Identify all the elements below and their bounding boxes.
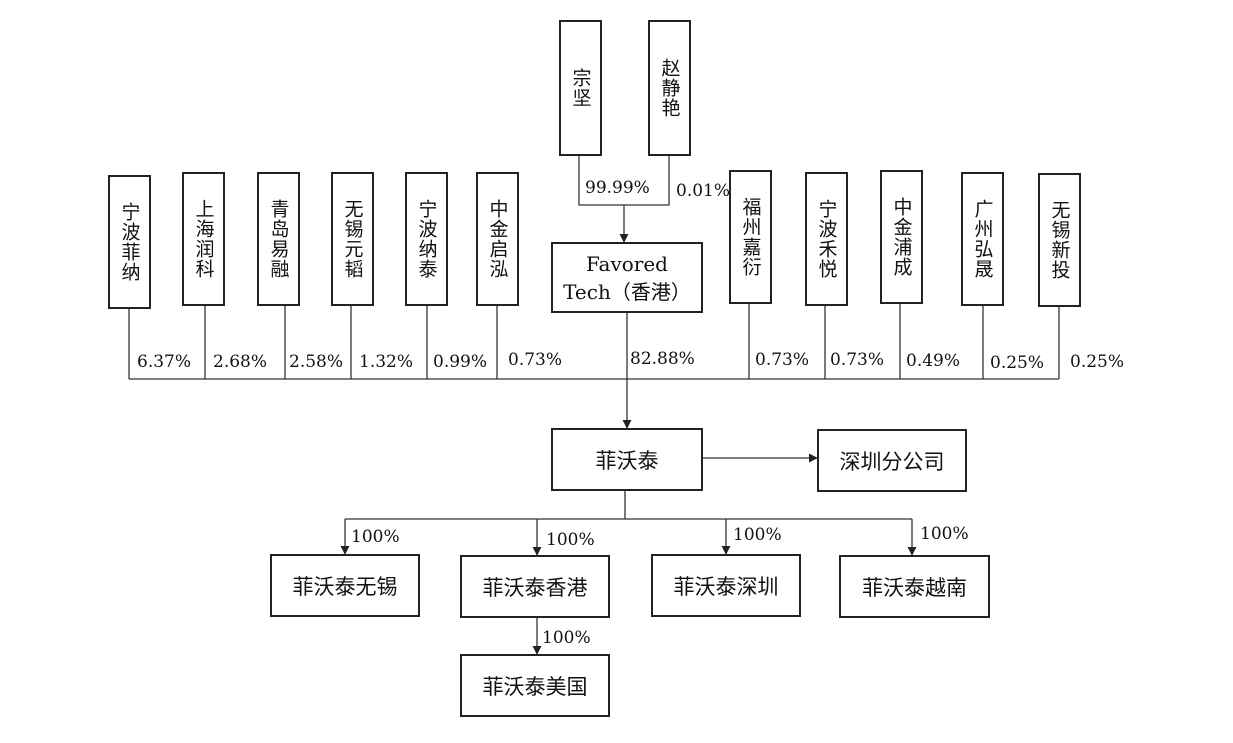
subsidiary-pct-vietnam: 100% [920, 524, 969, 544]
shareholder-pct-ningbo-feina: 6.37% [137, 352, 192, 372]
company-box: 菲沃泰 [551, 428, 703, 491]
favored-tech-pct: 82.88% [630, 349, 695, 369]
shareholder-pct-ningbo-natai: 0.99% [433, 352, 488, 372]
shareholder-box-zhongjin-qihong: 中金启泓 [476, 172, 519, 306]
shareholder-pct-ningbo-heyue: 0.73% [830, 350, 885, 370]
owner-box-zhaojingyan: 赵静艳 [648, 20, 691, 156]
shareholder-pct-wuxi-xintou: 0.25% [1070, 352, 1125, 372]
shareholder-box-wuxi-yuantao: 无锡元韬 [331, 172, 374, 306]
subsidiary-pct-hongkong: 100% [546, 530, 595, 550]
shareholder-pct-zhongjin-qihong: 0.73% [508, 350, 563, 370]
shareholder-pct-shanghai-runke: 2.68% [213, 352, 268, 372]
branch-box: 深圳分公司 [817, 429, 967, 492]
shareholder-pct-guangzhou-hongsheng: 0.25% [990, 353, 1045, 373]
shareholder-box-ningbo-feina: 宁波菲纳 [108, 175, 151, 309]
subsidiary-box-wuxi: 菲沃泰无锡 [270, 554, 420, 617]
owner-pct-zongjian: 99.99% [585, 178, 650, 198]
owner-box-zongjian: 宗坚 [559, 20, 602, 156]
shareholder-box-ningbo-natai: 宁波纳泰 [405, 172, 448, 306]
shareholder-box-guangzhou-hongsheng: 广州弘晟 [961, 172, 1004, 306]
grand-subsidiary-box-usa: 菲沃泰美国 [460, 654, 610, 717]
favored-tech-hk-box: Favored Tech（香港） [551, 242, 703, 313]
shareholder-pct-zhongjin-pucheng: 0.49% [906, 351, 961, 371]
subsidiary-box-vietnam: 菲沃泰越南 [839, 555, 990, 618]
subsidiary-box-hongkong: 菲沃泰香港 [460, 555, 610, 618]
subsidiary-box-shenzhen: 菲沃泰深圳 [651, 554, 801, 617]
shareholder-pct-fuzhou-jiayan: 0.73% [755, 350, 810, 370]
owner-pct-zhaojingyan: 0.01% [676, 181, 731, 201]
favored-tech-line2: Tech（香港） [563, 279, 691, 304]
shareholder-pct-qingdao-yirong: 2.58% [289, 352, 344, 372]
shareholder-box-zhongjin-pucheng: 中金浦成 [880, 170, 923, 304]
shareholder-box-wuxi-xintou: 无锡新投 [1038, 173, 1081, 307]
subsidiary-pct-wuxi: 100% [351, 527, 400, 547]
shareholder-box-qingdao-yirong: 青岛易融 [257, 172, 300, 306]
grand-subsidiary-pct-usa: 100% [542, 628, 591, 648]
shareholder-pct-wuxi-yuantao: 1.32% [359, 352, 414, 372]
subsidiary-pct-shenzhen: 100% [733, 525, 782, 545]
favored-tech-line1: Favored [586, 251, 668, 276]
shareholder-box-fuzhou-jiayan: 福州嘉衍 [729, 170, 772, 304]
shareholder-box-ningbo-heyue: 宁波禾悦 [805, 172, 848, 306]
shareholder-box-shanghai-runke: 上海润科 [182, 172, 225, 306]
